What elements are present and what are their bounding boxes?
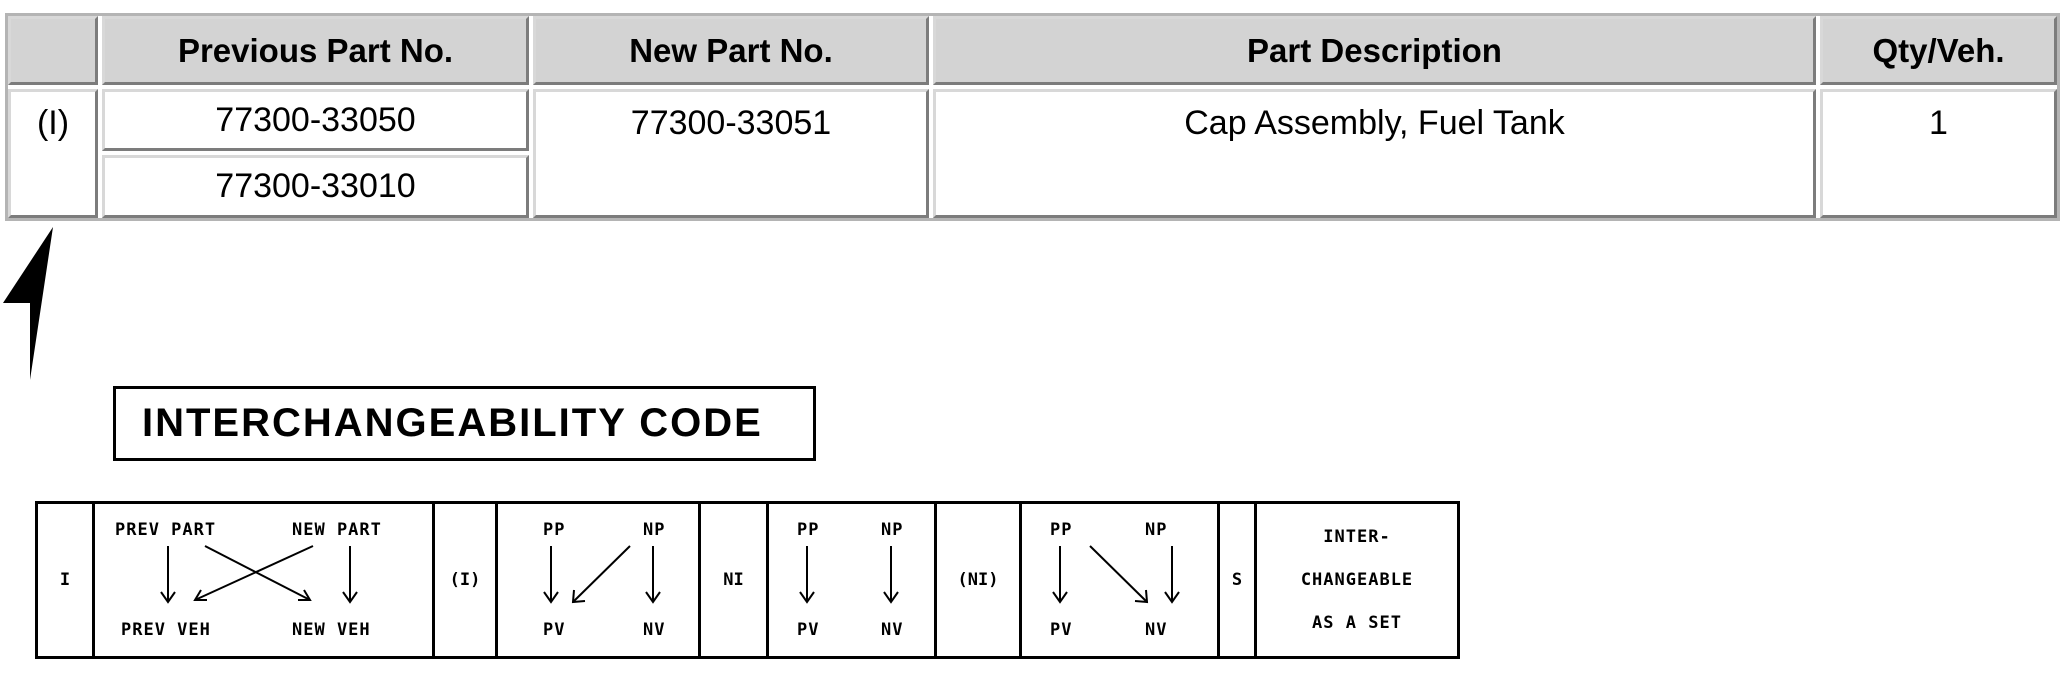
parallel-arrows-icon	[799, 546, 899, 604]
legend-pp-label: PP	[543, 520, 566, 540]
legend-pv-label: PV	[543, 620, 566, 640]
legend-nv-label: NV	[881, 620, 904, 640]
legend-new-veh-label: NEW VEH	[292, 620, 371, 640]
legend-code-paren-i: (I)	[435, 504, 498, 656]
legend-i-diagram: PREV PART NEW PART PREV VEH NEW VEH	[95, 504, 435, 656]
legend-pp-label: PP	[1050, 520, 1073, 540]
legend-np-label: NP	[881, 520, 904, 540]
legend-ni-diagram: PP NP PV NV	[769, 504, 937, 656]
legend-pp-label: PP	[797, 520, 820, 540]
legend-prev-veh-label: PREV VEH	[121, 620, 211, 640]
legend-new-part-label: NEW PART	[292, 520, 382, 540]
legend-code-ni: NI	[701, 504, 769, 656]
legend-paren-ni-diagram: PP NP PV NV	[1022, 504, 1220, 656]
legend-s-line-3: AS A SET	[1312, 612, 1402, 633]
row-previous-part-2: 77300-33010	[102, 155, 529, 218]
legend-s-description: INTER- CHANGEABLE AS A SET	[1257, 504, 1457, 656]
legend-code-i: I	[38, 504, 95, 656]
legend-s-line-2: CHANGEABLE	[1300, 569, 1414, 590]
legend-np-label: NP	[643, 520, 666, 540]
row-new-part: 77300-33051	[533, 89, 929, 218]
interchangeability-legend: I PREV PART NEW PART PREV VEH NEW VEH (I…	[35, 501, 1460, 659]
row-qty: 1	[1820, 89, 2057, 218]
pointer-arrow-icon	[3, 227, 53, 380]
row-previous-part-1: 77300-33050	[102, 89, 529, 151]
legend-code-paren-ni: (NI)	[937, 504, 1022, 656]
forward-arrows-icon	[1052, 545, 1180, 604]
legend-nv-label: NV	[1145, 620, 1168, 640]
legend-nv-label: NV	[643, 620, 666, 640]
header-part-description: Part Description	[933, 16, 1816, 85]
legend-np-label: NP	[1145, 520, 1168, 540]
header-qty-per-vehicle: Qty/Veh.	[1820, 16, 2057, 85]
legend-code-s: S	[1220, 504, 1257, 656]
legend-pv-label: PV	[1050, 620, 1073, 640]
parts-table: Previous Part No. New Part No. Part Desc…	[5, 13, 2060, 221]
legend-paren-i-diagram: PP NP PV NV	[498, 504, 701, 656]
row-interchange-code: (I)	[8, 89, 98, 218]
row-part-description: Cap Assembly, Fuel Tank	[933, 89, 1816, 218]
legend-s-line-1: INTER-	[1323, 527, 1391, 548]
header-previous-part: Previous Part No.	[102, 16, 529, 85]
header-code	[8, 16, 98, 85]
interchangeability-code-label: INTERCHANGEABILITY CODE	[113, 386, 816, 461]
legend-prev-part-label: PREV PART	[115, 520, 217, 540]
header-new-part: New Part No.	[533, 16, 929, 85]
one-way-arrows-icon	[543, 545, 661, 604]
legend-pv-label: PV	[797, 620, 820, 640]
cross-arrows-icon	[160, 545, 358, 604]
